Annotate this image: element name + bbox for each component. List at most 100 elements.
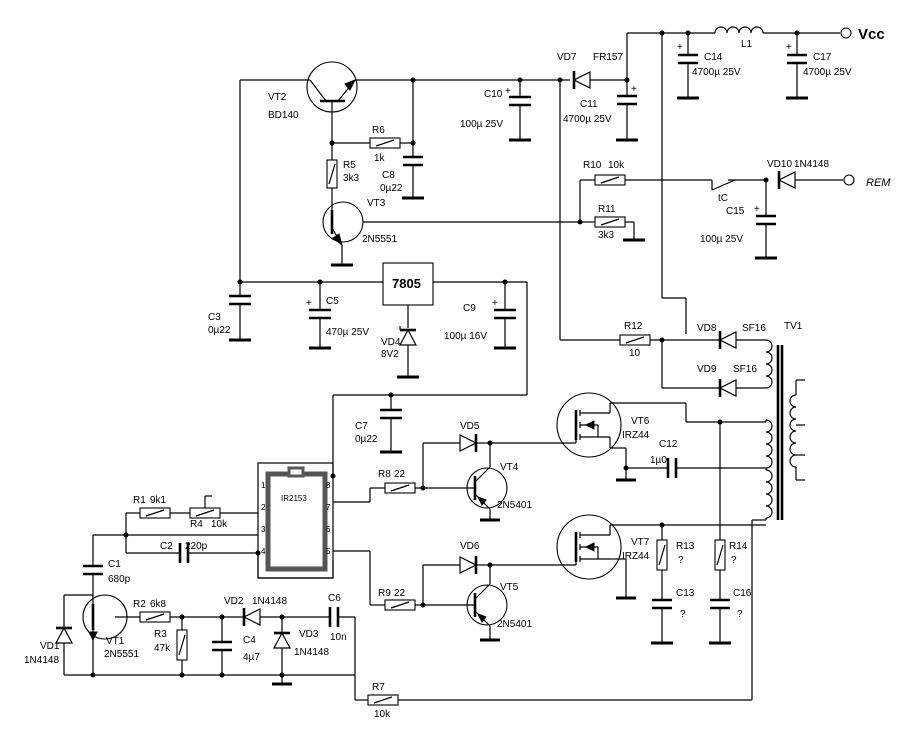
r14-label: R14 (729, 541, 748, 552)
vd6-label: VD6 (460, 541, 480, 552)
timing-network: R1 9k1 R4 10k C2 220p C1 680p (83, 495, 258, 595)
vt7-mosfet: VT7 IRZ44 (490, 514, 766, 600)
svg-text:1: 1 (261, 481, 266, 490)
vt7-value: IRZ44 (622, 551, 650, 562)
c8-label: C8 (382, 170, 395, 181)
vt3-transistor: VT3 2N5551 (322, 198, 580, 267)
svg-text:3: 3 (261, 525, 266, 534)
r1-label: R1 (133, 495, 146, 506)
vt3-value: 2N5551 (362, 234, 397, 245)
vd4-value: 8V2 (381, 349, 399, 360)
vt2-value: BD140 (268, 110, 299, 121)
regulator-7805: 7805 C3 0µ22 + C5 470µ 25V VD4 8V2 + C9 … (208, 262, 528, 476)
svg-text:8: 8 (326, 481, 331, 490)
r9-value: 22 (394, 588, 406, 599)
svg-text:7: 7 (326, 503, 331, 512)
svg-text:+: + (754, 204, 760, 215)
r8-value: 22 (394, 469, 406, 480)
c6-value: 10n (330, 632, 347, 643)
svg-text:2: 2 (261, 503, 266, 512)
c14-label: C14 (704, 52, 723, 63)
c7-label: C7 (355, 421, 368, 432)
vd8-label: VD8 (697, 323, 717, 334)
driver-vt5: VD6 VT5 2N5401 R9 22 (333, 541, 532, 642)
vd4-label: VD4 (381, 337, 401, 348)
c3-label: C3 (208, 312, 221, 323)
c1-label: C1 (108, 559, 121, 570)
c1-value: 680p (108, 574, 131, 585)
c2-value: 220p (185, 541, 208, 552)
vd2-value: 1N4148 (252, 596, 287, 607)
vt6-mosfet: VT6 IRZ44 C12 1µ0 (490, 392, 766, 482)
vt1-value: 2N5551 (104, 649, 139, 660)
vd1-value: 1N4148 (24, 655, 59, 666)
vt2-bias: R6 1k C8 0µ22 R5 3k3 (326, 80, 424, 205)
svg-text:+: + (306, 298, 312, 309)
tc-label: tC (718, 193, 728, 204)
transformer-section: R12 10 VD8 SF16 VD9 SF16 TV1 (560, 321, 805, 700)
c11-value: 4700µ 25V (563, 114, 612, 125)
c15-label: C15 (726, 206, 745, 217)
l1-label: L1 (741, 39, 753, 50)
svg-text:+: + (786, 42, 792, 53)
vd9-label: VD9 (697, 364, 717, 375)
tv1-label: TV1 (784, 321, 803, 332)
c5-value: 470µ 25V (326, 327, 369, 338)
vcc-label: Vcc (858, 26, 885, 43)
r14-value: ? (731, 555, 737, 566)
vd2-label: VD2 (224, 596, 244, 607)
c8-value: 0µ22 (380, 183, 403, 194)
vt5-label: VT5 (500, 582, 519, 593)
svg-text:6: 6 (326, 525, 331, 534)
vt4-value: 2N5401 (497, 500, 532, 511)
protection-vt1: VD1 1N4148 VT1 2N5551 R2 6k8 R3 47k VD2 … (24, 593, 752, 720)
vt6-value: IRZ44 (622, 430, 650, 441)
r4-value: 10k (211, 519, 228, 530)
c4-label: C4 (243, 635, 256, 646)
vd7-value: FR157 (593, 52, 623, 63)
vd8-value: SF16 (742, 323, 766, 334)
r10-value: 10k (608, 160, 625, 171)
vd3-value: 1N4148 (294, 647, 329, 658)
vt5-value: 2N5401 (497, 619, 532, 630)
vcc-terminal (840, 27, 852, 39)
r10-label: R10 (583, 160, 602, 171)
r6-label: R6 (372, 125, 385, 136)
c9-label: C9 (463, 303, 476, 314)
vd10-value: 1N4148 (794, 159, 829, 170)
vcc-input-section: Vcc L1 + C14 4700µ 25V + C17 4700µ 25V +… (355, 26, 885, 340)
c14-value: 4700µ 25V (692, 67, 741, 78)
c12-value: 1µ0 (650, 455, 667, 466)
r4-label: R4 (190, 519, 203, 530)
r12-label: R12 (624, 321, 643, 332)
vd7-label: VD7 (557, 52, 577, 63)
c9-value: 100µ 16V (444, 331, 487, 342)
r1-value: 9k1 (150, 495, 167, 506)
c2-label: C2 (160, 541, 173, 552)
r3-label: R3 (154, 629, 167, 640)
c15-value: 100µ 25V (700, 234, 743, 245)
c16-value: ? (737, 609, 743, 620)
c5-label: C5 (326, 296, 339, 307)
vt4-label: VT4 (500, 462, 519, 473)
r5-label: R5 (343, 160, 356, 171)
c10-value: 100µ 25V (460, 119, 503, 130)
c7-value: 0µ22 (355, 434, 378, 445)
r2-label: R2 (133, 599, 146, 610)
u7805-label: 7805 (392, 276, 421, 291)
vd1-label: VD1 (40, 641, 60, 652)
r6-value: 1k (374, 153, 386, 164)
svg-text:4: 4 (261, 547, 266, 556)
svg-text:5: 5 (326, 547, 331, 556)
r13-label: R13 (676, 541, 695, 552)
c10-label: C10 (484, 89, 503, 100)
snubbers: R13 ? C13 ? R14 ? C16 ? (651, 422, 752, 645)
ic-ir2153: IR2153 1 2 3 4 5 6 7 8 (255, 462, 336, 579)
svg-text:+: + (631, 84, 637, 95)
vt1-label: VT1 (106, 636, 125, 647)
ic-label: IR2153 (281, 494, 307, 503)
r3-value: 47k (154, 643, 171, 654)
c11-label: C11 (580, 99, 598, 110)
vt6-label: VT6 (631, 416, 650, 427)
